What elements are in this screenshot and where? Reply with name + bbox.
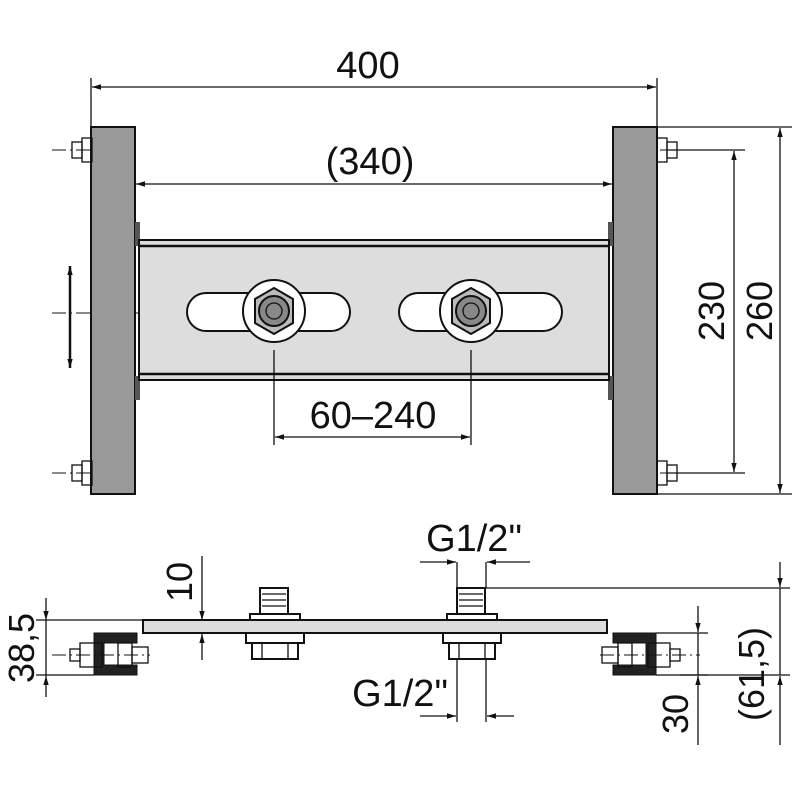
right-post-tab-bottom xyxy=(608,376,613,400)
dim-left-height: 38,5 xyxy=(1,613,42,683)
side-fitting-right xyxy=(442,587,502,660)
side-fitting-left xyxy=(245,587,305,660)
dim-inner-height: 230 xyxy=(691,281,732,341)
dim-total-height: (61,5) xyxy=(731,627,772,721)
left-post-tab-top xyxy=(135,222,140,246)
side-view: 10 G1/2" G1/2" 38,5 30 (61,5) xyxy=(1,518,790,745)
right-post-tab-top xyxy=(608,222,613,246)
left-post-tab-bottom xyxy=(135,376,140,400)
top-view: 400 (340) 60–240 230 260 xyxy=(52,45,792,495)
right-post xyxy=(612,126,658,495)
dim-inner-width: (340) xyxy=(326,141,415,183)
side-bracket-right xyxy=(600,632,700,676)
dim-overall-width: 400 xyxy=(336,45,399,87)
dim-thread-top: G1/2" xyxy=(426,518,522,560)
dim-thread-bottom: G1/2" xyxy=(352,673,448,715)
dim-plate-thickness: 10 xyxy=(159,562,200,602)
side-bracket-left xyxy=(52,632,150,676)
fitting-right xyxy=(439,279,503,343)
fitting-left xyxy=(242,279,306,343)
dim-bracket-height: 30 xyxy=(655,694,696,734)
dim-overall-height: 260 xyxy=(739,281,780,341)
side-plate xyxy=(142,619,608,634)
bolt-left-bottom xyxy=(71,460,93,486)
left-post xyxy=(90,126,136,495)
dim-adjust-range: 60–240 xyxy=(310,395,437,437)
bolt-left-top xyxy=(71,137,93,163)
